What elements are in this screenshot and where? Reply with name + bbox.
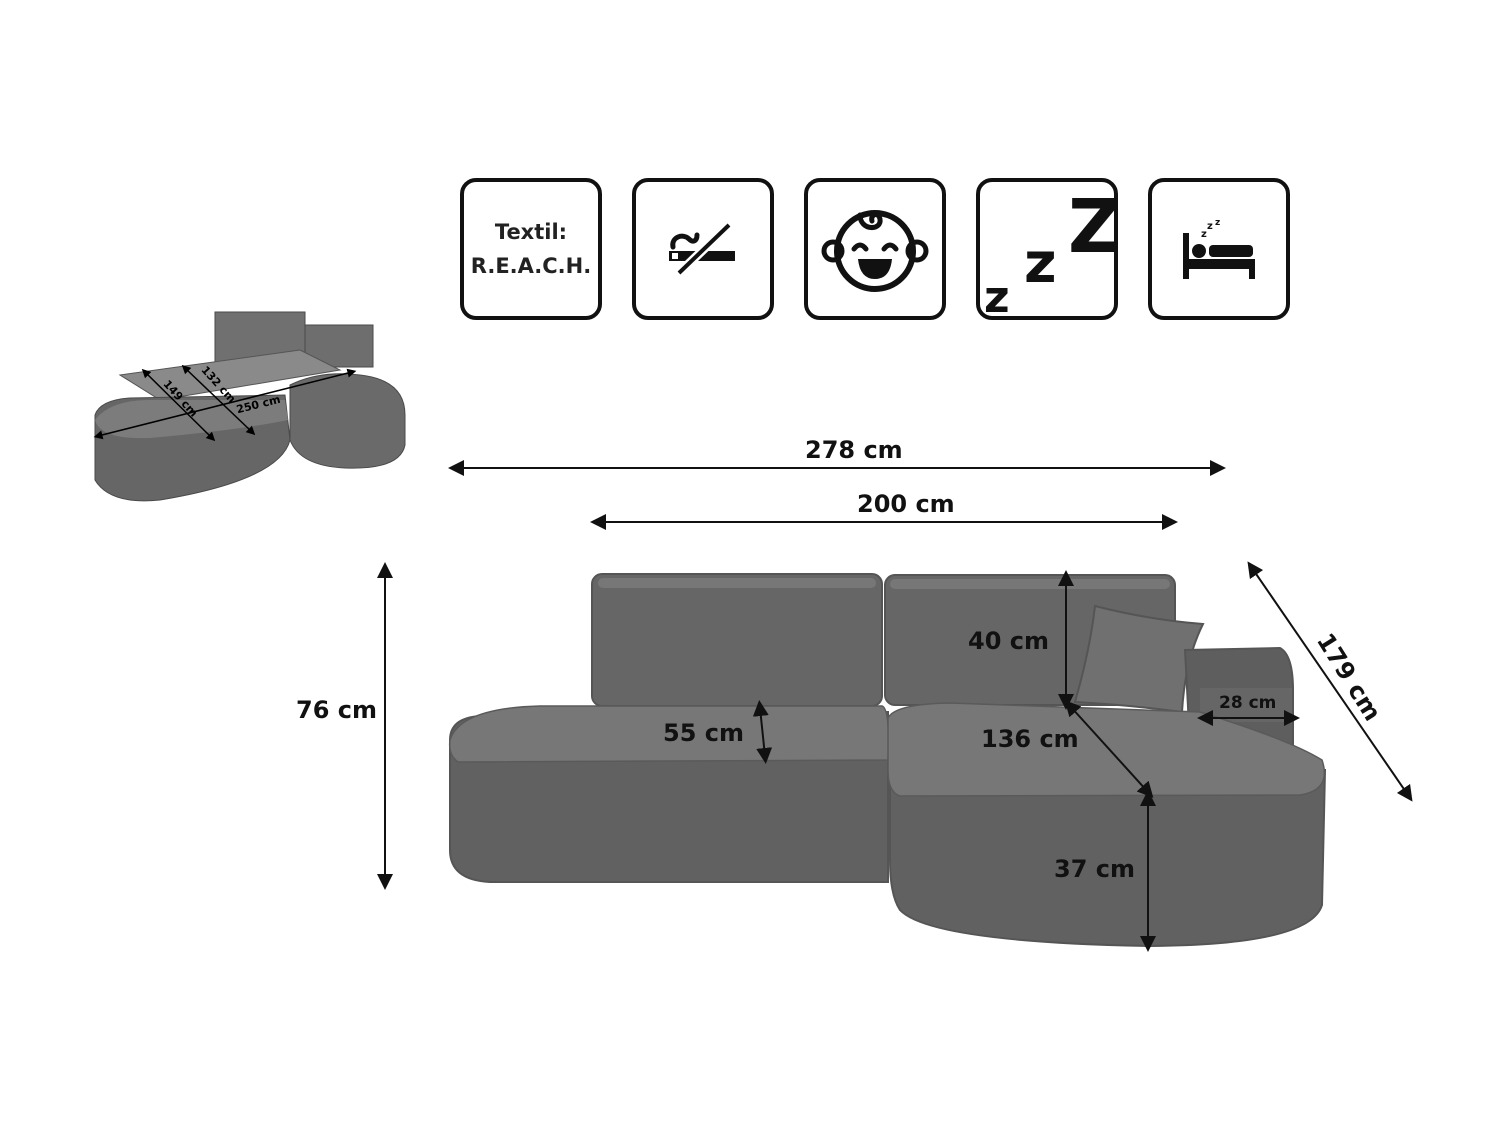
total-width-label: 278 cm (805, 436, 903, 464)
feature-icons-row: Textil: R.E.A.C.H. z z Z z (0, 0, 1500, 340)
svg-text:z: z (1024, 231, 1057, 296)
backrest-height-label: 40 cm (968, 627, 1049, 655)
svg-text:z: z (1207, 221, 1213, 232)
svg-text:z: z (984, 272, 1010, 316)
svg-text:z: z (1215, 218, 1220, 228)
bed-function-icon: z z z (1148, 178, 1290, 320)
seat-depth-label: 55 cm (663, 719, 744, 747)
total-height-label: 76 cm (296, 696, 377, 724)
sleep-zzz-icon: z z Z (976, 178, 1118, 320)
backrest-width-label: 200 cm (857, 490, 955, 518)
armrest-width-label: 28 cm (1219, 693, 1277, 713)
reach-label: R.E.A.C.H. (470, 254, 592, 278)
child-friendly-icon (804, 178, 946, 320)
seat-height-label: 37 cm (1054, 855, 1135, 883)
textile-reach-badge: Textil: R.E.A.C.H. (460, 178, 602, 320)
svg-text:z: z (1201, 229, 1207, 240)
no-smoking-icon (632, 178, 774, 320)
dimension-lines (377, 460, 1413, 952)
thumbnail-sofa (93, 311, 406, 502)
main-sofa (448, 573, 1327, 948)
chaise-depth-label: 136 cm (981, 725, 1079, 753)
svg-text:Z: Z (1068, 184, 1114, 270)
textile-label: Textil: (494, 220, 568, 244)
